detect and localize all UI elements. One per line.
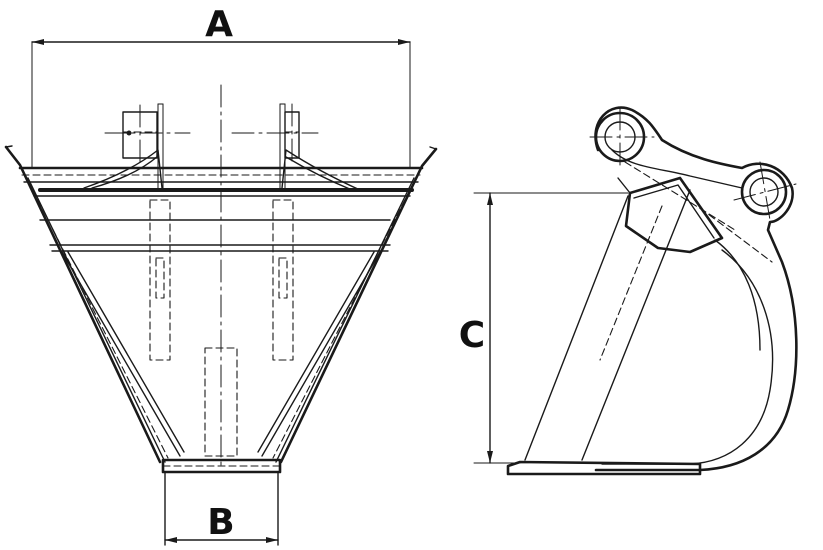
dimension-a-label: A bbox=[205, 4, 233, 45]
dimension-c-label: C bbox=[459, 315, 485, 356]
dimension-b: B bbox=[164, 502, 279, 543]
dimension-b-label: B bbox=[207, 502, 234, 543]
bucket-front-view: A bbox=[4, 4, 438, 546]
dimension-c: C bbox=[459, 192, 629, 464]
dimension-a: A bbox=[31, 4, 411, 169]
bucket-side-view: C bbox=[459, 106, 798, 476]
